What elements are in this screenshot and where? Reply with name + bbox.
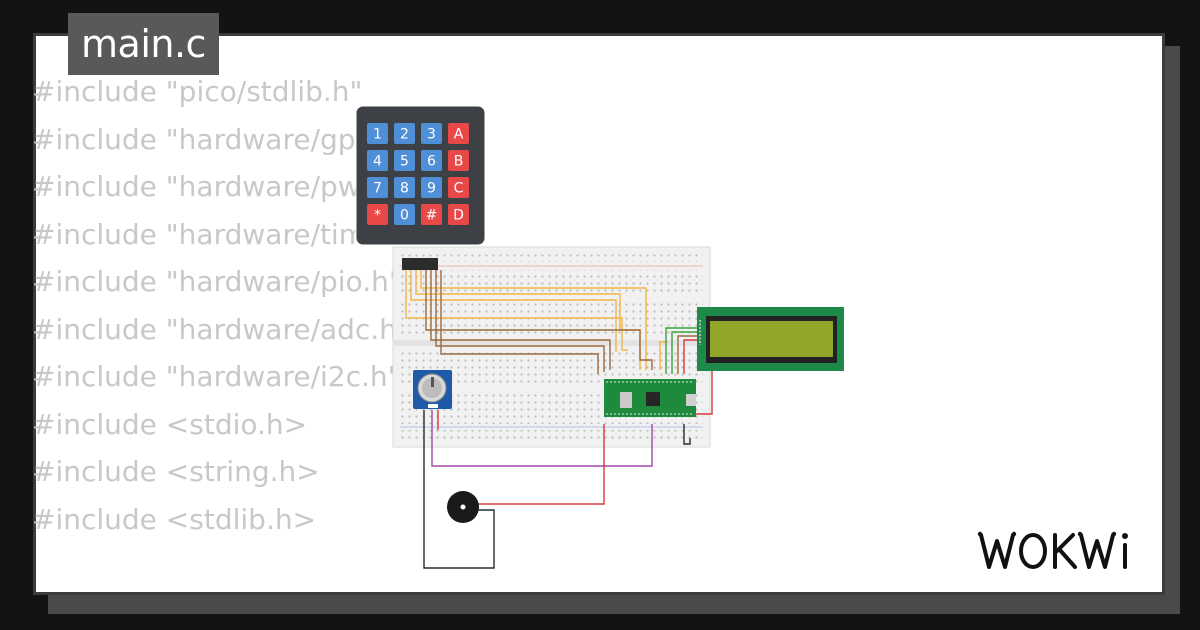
wokwi-logo	[977, 531, 1128, 569]
keypad-key[interactable]: 9	[421, 177, 442, 198]
keypad-key-label: 5	[400, 154, 409, 170]
keypad-key[interactable]: A	[448, 123, 469, 144]
keypad-4x4[interactable]: 1 2 3 A 4 5 6 B 7 8 9 C * 0 # D	[355, 105, 486, 246]
keypad-key-label: D	[453, 208, 464, 224]
keypad-key-label: 8	[400, 181, 409, 197]
keypad-key-label: 2	[400, 127, 409, 143]
lcd-16x2[interactable]	[697, 307, 844, 371]
keypad-key-label: 0	[400, 208, 409, 224]
keypad-key[interactable]: 4	[367, 150, 388, 171]
keypad-key-label: 7	[373, 181, 382, 197]
potentiometer[interactable]	[413, 370, 452, 409]
keypad-key[interactable]: 1	[367, 123, 388, 144]
keypad-key-label: 9	[427, 181, 436, 197]
keypad-key-label: 3	[427, 127, 436, 143]
code-line: #include "hardware/pio.h"	[32, 265, 402, 298]
keypad-key-label: 1	[373, 127, 382, 143]
keypad-key[interactable]: 8	[394, 177, 415, 198]
keypad-key[interactable]: 0	[394, 204, 415, 225]
keypad-key-label: C	[454, 181, 464, 197]
keypad-key-label: 6	[427, 154, 436, 170]
code-line: #include "hardware/adc.h"	[32, 312, 410, 346]
keypad-key-label: *	[374, 208, 381, 224]
keypad-key-label: #	[426, 208, 438, 224]
keypad-key[interactable]: D	[448, 204, 469, 225]
keypad-key[interactable]: 2	[394, 123, 415, 144]
keypad-key[interactable]: C	[448, 177, 469, 198]
buzzer[interactable]	[447, 491, 479, 523]
misc-wires	[423, 410, 691, 569]
breadboard	[392, 246, 711, 448]
code-line: #include <string.h>	[32, 455, 320, 488]
keypad-key[interactable]: 3	[421, 123, 442, 144]
file-tab-main-c[interactable]: main.c	[68, 13, 219, 75]
keypad-key[interactable]: 7	[367, 177, 388, 198]
keypad-key[interactable]: #	[421, 204, 442, 225]
keypad-key-label: B	[454, 154, 464, 170]
code-line: #include "hardware/gpio.h"	[32, 122, 420, 156]
keypad-key[interactable]: *	[367, 204, 388, 225]
code-line: #include "pico/stdlib.h"	[32, 75, 363, 108]
code-line: #include <stdio.h>	[32, 407, 308, 441]
keypad-key-label: 4	[373, 154, 382, 170]
keypad-key[interactable]: B	[448, 150, 469, 171]
code-line: #include "hardware/i2c.h"	[32, 360, 401, 393]
keypad-key[interactable]: 5	[394, 150, 415, 171]
keypad-key-label: A	[454, 127, 464, 143]
keypad-key[interactable]: 6	[421, 150, 442, 171]
code-line: #include <stdlib.h>	[32, 502, 317, 536]
raspberry-pi-pico[interactable]	[604, 379, 696, 417]
